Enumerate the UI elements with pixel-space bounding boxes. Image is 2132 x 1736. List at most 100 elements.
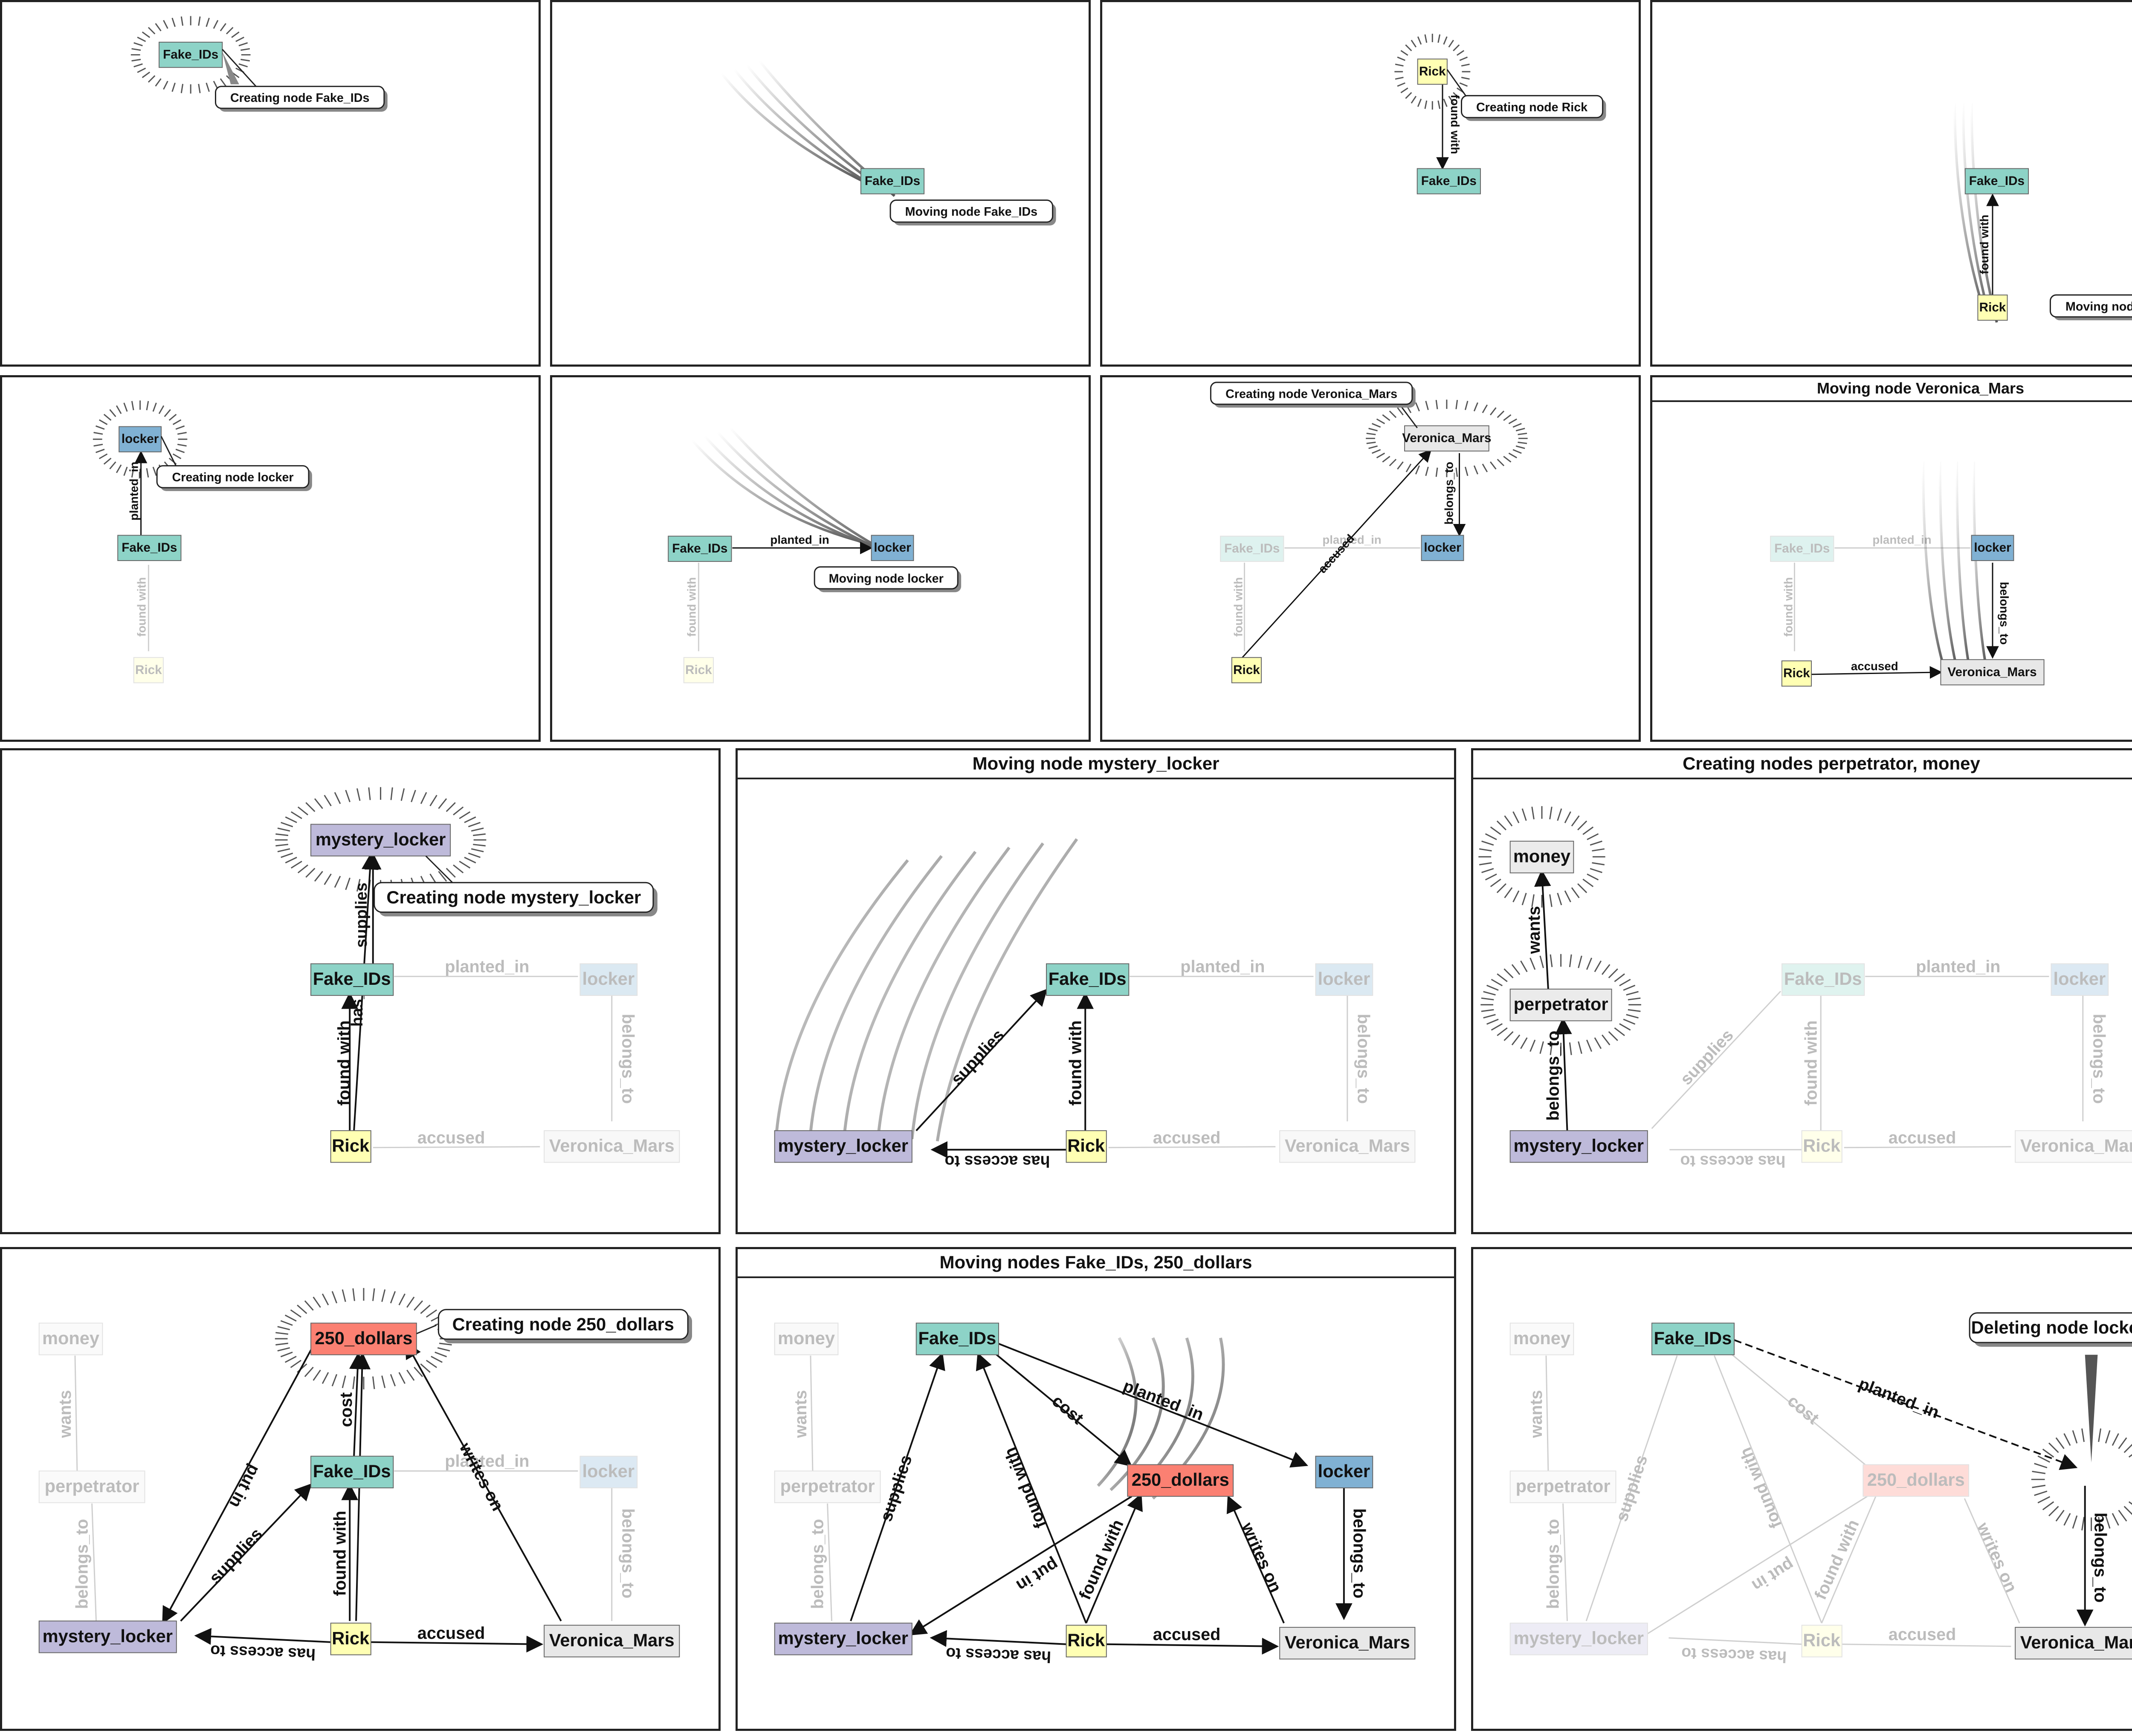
svg-text:Veronica_Mars: Veronica_Mars [1285, 1136, 1410, 1156]
svg-text:planted_in: planted_in [445, 1452, 529, 1470]
burst-tick [305, 868, 316, 878]
node-fake-ids[interactable] [668, 535, 732, 562]
burst-tick [2112, 1433, 2119, 1446]
burst-tick [2055, 1437, 2065, 1449]
burst-tick [1508, 418, 1517, 425]
svg-text:belongs_to: belongs_to [619, 1508, 637, 1598]
node-locker[interactable] [871, 535, 914, 561]
callout-tail-shadow [222, 52, 239, 84]
node-fake-ids[interactable] [1046, 963, 1130, 996]
node-rick[interactable] [1781, 660, 1812, 687]
burst-tick [1578, 955, 1582, 968]
burst-tick [1511, 964, 1521, 975]
burst-tick [1397, 461, 1404, 470]
burst-tick [2063, 1433, 2071, 1446]
node-locker[interactable] [1971, 535, 2014, 561]
node-rick[interactable] [1231, 657, 1262, 683]
node-250-dollars[interactable] [1127, 1464, 1234, 1497]
edge-label: found with [1066, 1020, 1085, 1105]
burst-tick [420, 1363, 431, 1373]
burst-tick [1520, 960, 1528, 972]
burst-tick [1481, 840, 1494, 846]
node-fake-ids[interactable] [915, 1322, 999, 1355]
burst-tick [177, 443, 187, 447]
burst-tick [1539, 955, 1544, 968]
node-perpetrator[interactable] [1509, 989, 1612, 1021]
burst-tick [277, 848, 290, 853]
node-rick[interactable] [1417, 58, 1448, 85]
svg-text:locker: locker [582, 969, 635, 989]
panel-deleting-locker: money wants perpetrator belongs_to suppl… [1471, 1247, 2132, 1731]
burst-tick [180, 16, 184, 26]
node-fake-ids[interactable] [1417, 168, 1481, 194]
node-locker[interactable] [1315, 1455, 1373, 1489]
burst-tick [1453, 92, 1460, 99]
node-label: locker [1424, 541, 1461, 555]
node-label: Veronica_Mars [1947, 665, 2036, 679]
burst-tick [1623, 984, 1636, 991]
node-money[interactable] [1509, 841, 1574, 874]
burst-tick [213, 20, 219, 29]
node-label: Veronica_Mars [1402, 431, 1491, 445]
node-250-dollars[interactable] [310, 1322, 417, 1355]
edge-label: planted_in [770, 533, 829, 546]
burst-tick [198, 84, 201, 93]
burst-tick [1397, 82, 1405, 87]
panel-moving-fake-ids: Fake_IDs Moving node Fake_IDs [550, 0, 1091, 367]
node-fake-ids[interactable] [860, 168, 925, 194]
node-mystery-locker[interactable] [774, 1623, 912, 1655]
node-fake-ids[interactable] [310, 1455, 394, 1489]
edge-label: cost [337, 1392, 356, 1427]
node-fake-ids[interactable] [1964, 168, 2029, 194]
edge-label: found with [330, 1511, 349, 1596]
node-veronica-mars[interactable] [1279, 1627, 1416, 1660]
burst-tick [1424, 100, 1428, 109]
node-fake-ids[interactable] [1651, 1322, 1735, 1355]
burst-tick [1582, 879, 1594, 887]
svg-text:planted_in: planted_in [1916, 957, 2000, 976]
panel-creating-locker: planted_in found with locker Fake_IDs Ri… [0, 375, 541, 742]
node-veronica-mars[interactable] [2015, 1627, 2132, 1660]
burst-tick [314, 871, 323, 882]
burst-tick [1608, 1031, 1618, 1041]
edge-label: put in [1013, 1555, 1062, 1595]
node-mystery-locker[interactable] [774, 1130, 912, 1163]
edge-has-access-to [930, 1630, 1066, 1647]
node-rick[interactable] [1977, 294, 2008, 321]
burst-tick [2098, 1517, 2102, 1531]
callout-box [1461, 95, 1604, 119]
burst-tick [2128, 1501, 2132, 1505]
burst-tick [1515, 428, 1525, 431]
burst-tick [1455, 467, 1458, 477]
edge-supplies [915, 989, 1048, 1131]
node-label: Fake_IDs [163, 47, 218, 61]
burst-tick [148, 75, 156, 83]
node-mystery-locker[interactable] [38, 1620, 177, 1653]
burst-tick [1515, 445, 1525, 449]
node-fake-ids[interactable] [159, 41, 223, 68]
burst-tick [1539, 1041, 1544, 1054]
burst-tick [146, 468, 149, 478]
burst-tick [206, 82, 210, 92]
burst-tick [314, 798, 323, 809]
node-veronica-mars[interactable] [544, 1625, 680, 1658]
burst-tick [164, 409, 171, 417]
node-rick[interactable] [330, 1623, 371, 1655]
burst-tick [240, 58, 250, 62]
burst-tick [331, 1291, 338, 1304]
node-veronica-mars[interactable] [1404, 425, 1489, 451]
burst-tick [1411, 95, 1417, 104]
node-locker[interactable] [1421, 535, 1464, 561]
node-rick[interactable] [330, 1130, 371, 1163]
burst-tick [1549, 894, 1553, 907]
node-fake-ids[interactable] [117, 535, 182, 561]
burst-tick [414, 1366, 423, 1377]
node-mystery-locker[interactable] [1509, 1130, 1648, 1163]
node-fake-ids[interactable] [310, 963, 394, 996]
node-rick[interactable] [1066, 1130, 1107, 1163]
node-label: Rick [1233, 663, 1260, 677]
node-mystery-locker[interactable] [310, 824, 451, 856]
node-veronica-mars[interactable] [1940, 659, 2045, 686]
node-locker[interactable] [119, 426, 162, 452]
node-rick[interactable] [1066, 1625, 1107, 1658]
